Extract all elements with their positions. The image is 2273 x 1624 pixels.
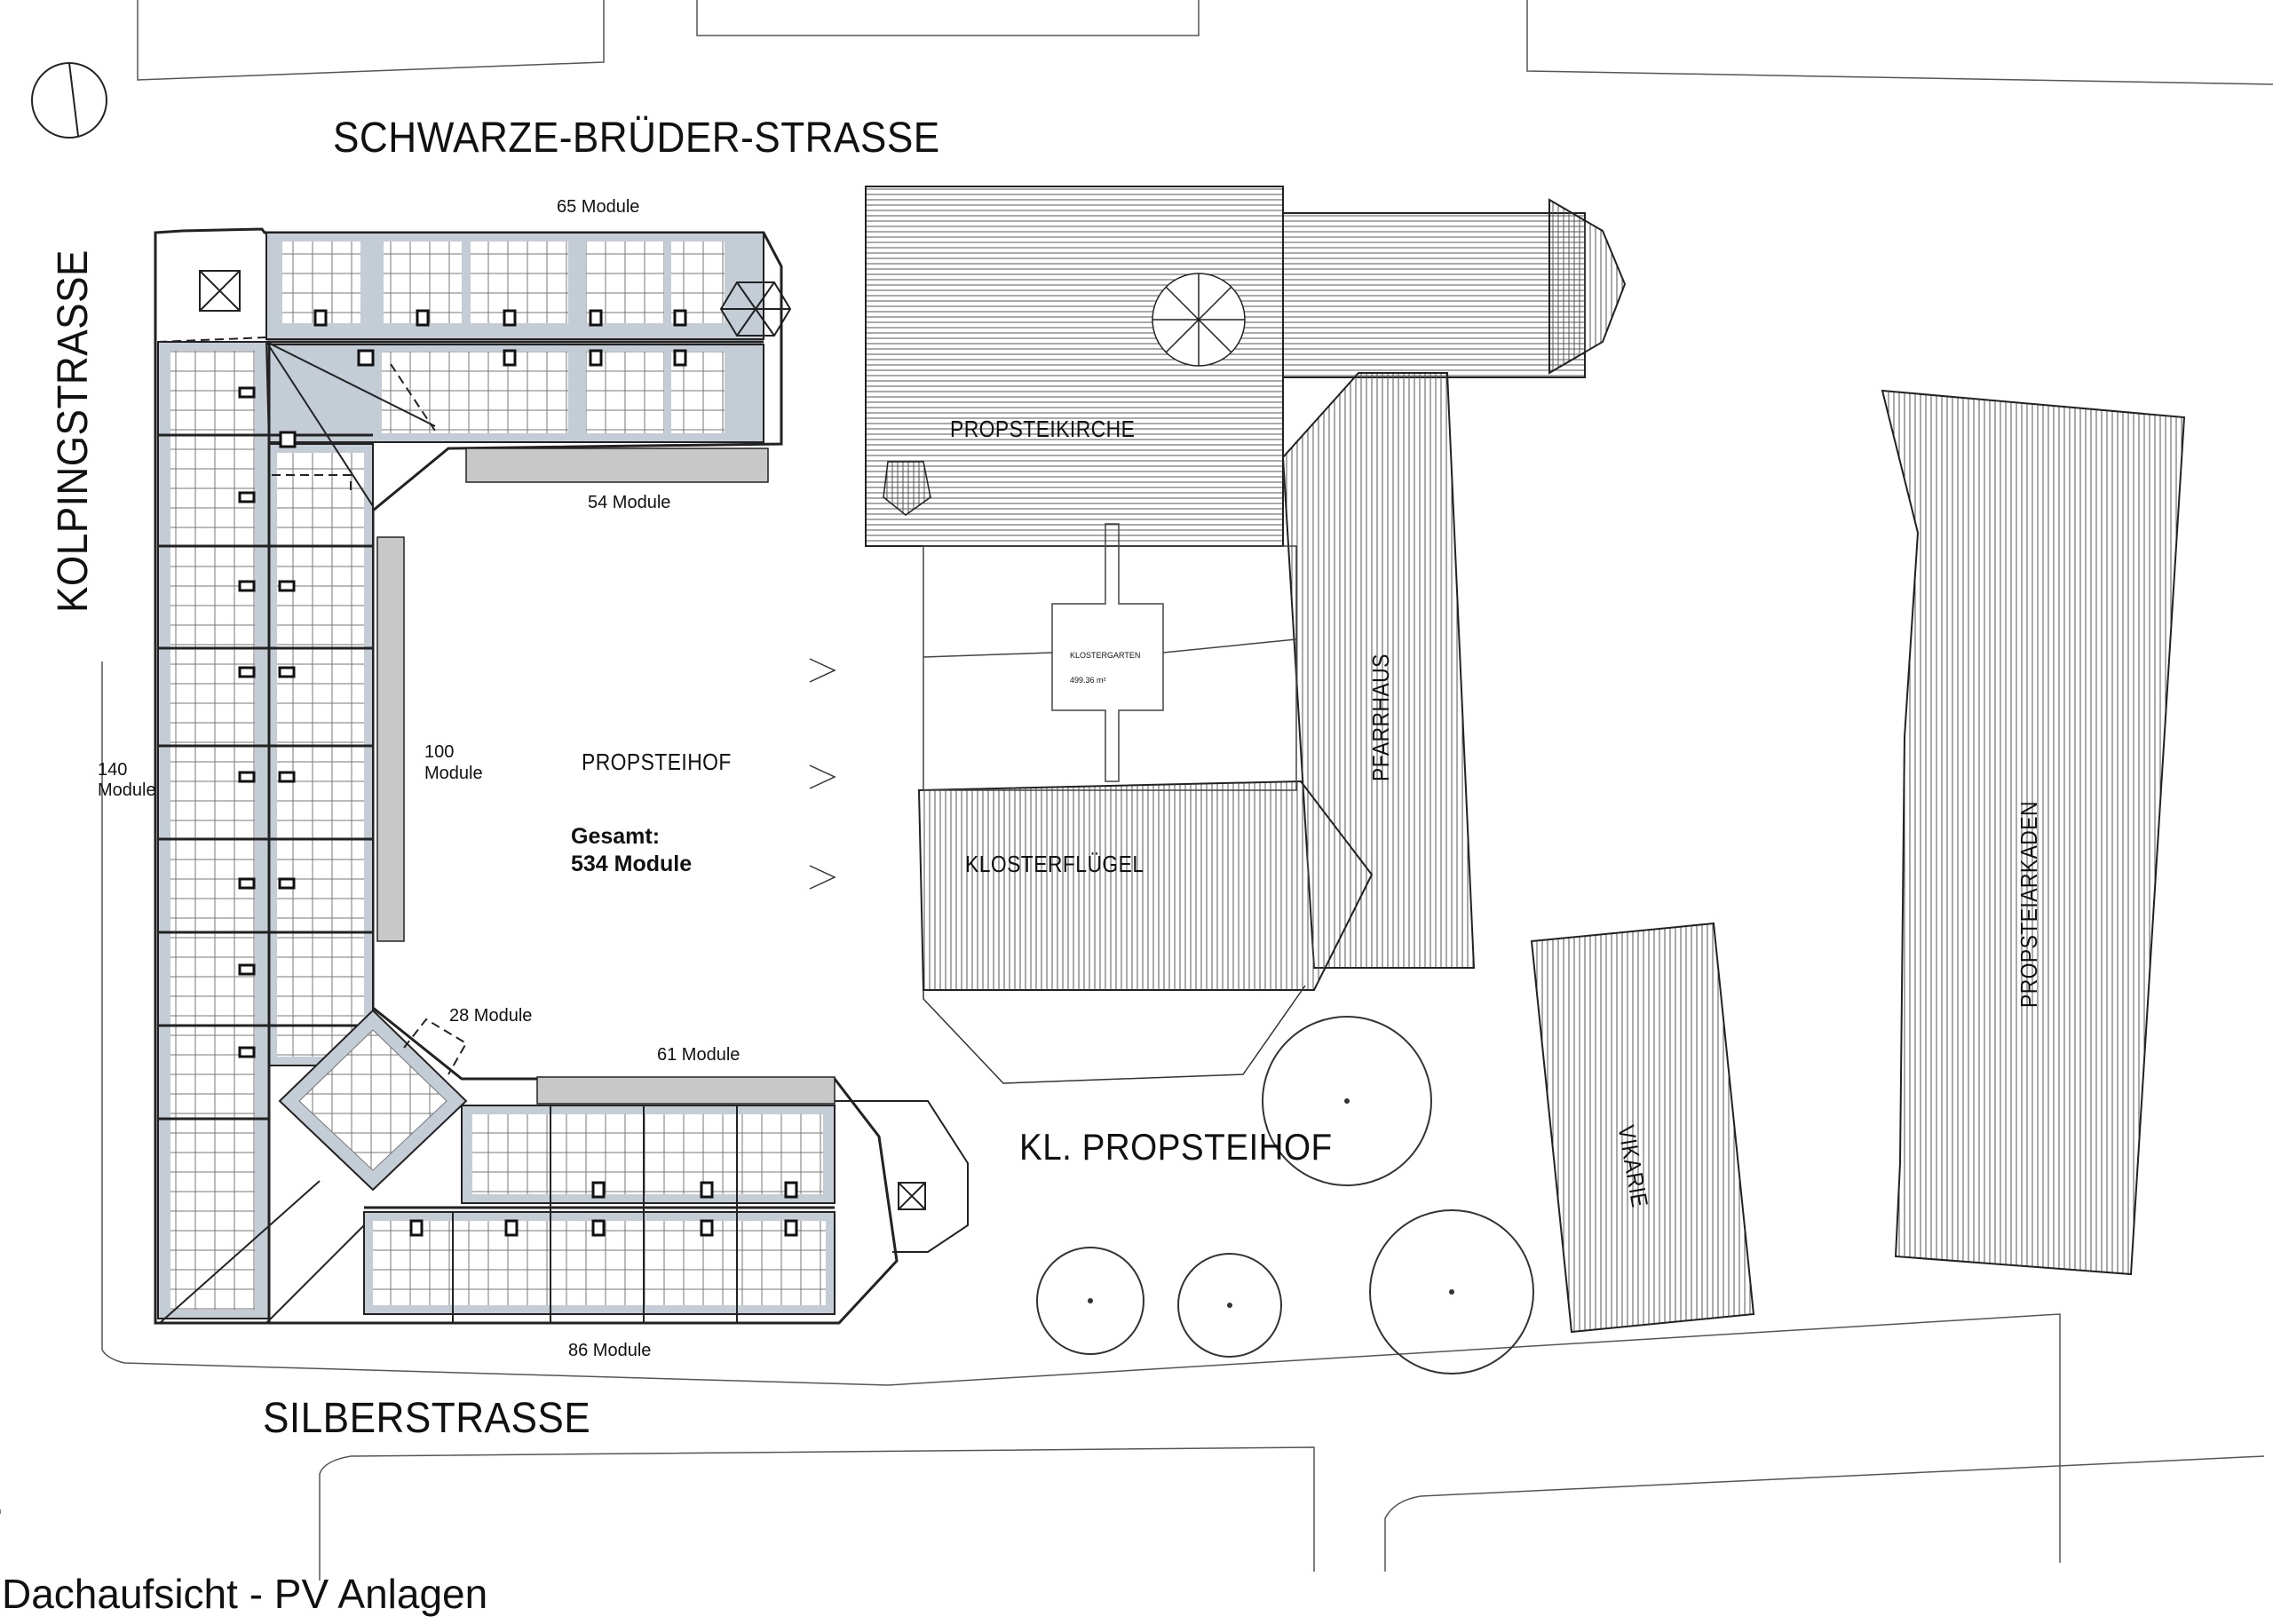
label-klostergarten-area: 499.36 m² bbox=[1070, 676, 1106, 685]
modules-west-outer-unit: Module bbox=[98, 780, 156, 800]
label-klostergarten: KLOSTERGARTEN bbox=[1070, 651, 1141, 660]
tower-se bbox=[835, 1100, 969, 1253]
pv-north-wing bbox=[265, 232, 764, 443]
street-label-south: SILBERSTRASSE bbox=[263, 1395, 591, 1442]
tower-nw bbox=[199, 270, 241, 312]
street-label-north: SCHWARZE-BRÜDER-STRASSE bbox=[333, 115, 940, 162]
tower-ne bbox=[719, 281, 792, 337]
label-propsteihof: PROPSTEIHOF bbox=[582, 749, 732, 775]
modules-corner: 28 Module bbox=[449, 1006, 533, 1026]
gray-bands bbox=[376, 448, 836, 1105]
label-propsteiarkaden: PROPSTEIARKADEN bbox=[2016, 801, 2042, 1008]
church-complex bbox=[865, 186, 2186, 1334]
neighbour-outlines bbox=[0, 0, 2273, 1580]
dashed-outline bbox=[157, 337, 468, 1075]
church-rosette-icon bbox=[1152, 273, 1246, 367]
pv-building bbox=[154, 227, 969, 1325]
skylights bbox=[238, 309, 798, 1237]
cloister-garden bbox=[923, 523, 1297, 791]
modules-north-inner: 54 Module bbox=[588, 493, 671, 512]
label-propsteikirche: PROPSTEIKIRCHE bbox=[950, 416, 1136, 442]
north-arrow-icon bbox=[31, 62, 107, 139]
tree-icon bbox=[1262, 1016, 1432, 1186]
label-kl-propsteihof: KL. PROPSTEIHOF bbox=[1019, 1126, 1333, 1168]
total-value: 534 Module bbox=[571, 852, 693, 876]
modules-south-inner: 61 Module bbox=[657, 1045, 741, 1065]
modules-west-inner-number: 100 bbox=[424, 742, 455, 762]
tree-icon bbox=[1036, 1247, 1144, 1355]
label-pfarrhaus: PFARRHAUS bbox=[1367, 654, 1394, 781]
tree-icon bbox=[1177, 1253, 1282, 1358]
label-klosterfluegel: KLOSTERFLÜGEL bbox=[965, 851, 1144, 877]
street-label-west: KOLPINGSTRASSE bbox=[50, 250, 97, 613]
trees bbox=[1036, 1016, 1534, 1374]
courtyard-arrows bbox=[809, 658, 836, 890]
total-label: Gesamt: bbox=[571, 824, 661, 849]
modules-west-outer-number: 140 bbox=[98, 760, 128, 780]
modules-west-inner-unit: Module bbox=[424, 764, 483, 783]
pv-west-wing bbox=[157, 341, 374, 1323]
corner-roof-nw bbox=[265, 341, 436, 507]
modules-north-outer: 65 Module bbox=[557, 197, 640, 217]
modules-south-outer: 86 Module bbox=[568, 1341, 652, 1360]
tree-icon bbox=[1369, 1209, 1534, 1374]
pv-corner-diamond bbox=[159, 1009, 468, 1324]
drawing-caption: Dachaufsicht - PV Anlagen bbox=[2, 1571, 488, 1617]
